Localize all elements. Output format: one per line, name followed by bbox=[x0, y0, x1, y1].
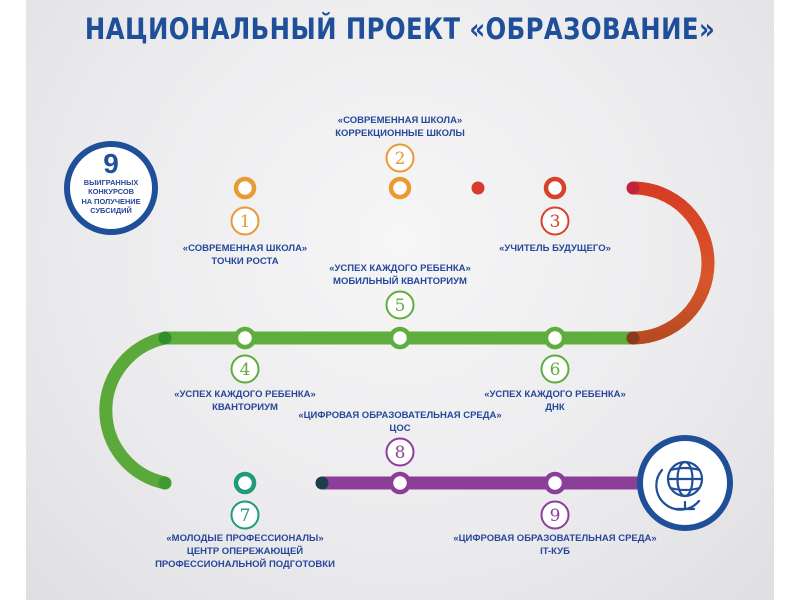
milestone-marker-5: 5 bbox=[385, 290, 415, 320]
svg-text:5: 5 bbox=[395, 296, 406, 316]
svg-text:2: 2 bbox=[395, 149, 406, 169]
milestone-label-8: «ЦИФРОВАЯ ОБРАЗОВАТЕЛЬНАЯ СРЕДА» ЦОС bbox=[298, 410, 502, 434]
joint-dot bbox=[158, 476, 172, 490]
joint-dot bbox=[471, 181, 485, 195]
svg-text:9: 9 bbox=[550, 506, 561, 526]
milestone-label-6: «УСПЕХ КАЖДОГО РЕБЕНКА» ДНК bbox=[484, 389, 626, 413]
curve-left bbox=[99, 331, 167, 490]
svg-text:8: 8 bbox=[395, 443, 406, 463]
milestone-marker-2: 2 bbox=[385, 143, 415, 173]
curve-right bbox=[632, 181, 715, 345]
contests-count: 9 bbox=[103, 148, 119, 179]
station-node-2 bbox=[388, 176, 412, 200]
station-node-1 bbox=[233, 176, 257, 200]
joint-dot bbox=[158, 331, 172, 345]
svg-text:4: 4 bbox=[240, 360, 251, 380]
milestone-label-5: «УСПЕХ КАЖДОГО РЕБЕНКА» МОБИЛЬНЫЙ КВАНТО… bbox=[329, 263, 471, 287]
milestone-marker-6: 6 bbox=[540, 354, 570, 384]
svg-text:6: 6 bbox=[550, 360, 561, 380]
station-node-4 bbox=[233, 326, 257, 350]
contests-caption: ВЫИГРАННЫХ КОНКУРСОВ НА ПОЛУЧЕНИЕ СУБСИД… bbox=[81, 178, 141, 215]
milestone-label-7: «МОЛОДЫЕ ПРОФЕССИОНАЛЫ» ЦЕНТР ОПЕРЕЖАЮЩЕ… bbox=[155, 533, 335, 570]
milestone-label-4: «УСПЕХ КАЖДОГО РЕБЕНКА» КВАНТОРИУМ bbox=[174, 389, 316, 413]
station-node-7 bbox=[233, 471, 257, 495]
joint-dot bbox=[626, 331, 640, 345]
station-node-6 bbox=[543, 326, 567, 350]
svg-text:7: 7 bbox=[240, 506, 251, 526]
station-node-5 bbox=[388, 326, 412, 350]
svg-text:1: 1 bbox=[240, 212, 251, 232]
joint-dot bbox=[315, 476, 329, 490]
station-node-9 bbox=[543, 471, 567, 495]
page-title: НАЦИОНАЛЬНЫЙ ПРОЕКТ «ОБРАЗОВАНИЕ» bbox=[84, 12, 716, 46]
milestone-marker-4: 4 bbox=[230, 354, 260, 384]
milestone-label-3: «УЧИТЕЛЬ БУДУЩЕГО» bbox=[499, 243, 611, 254]
milestone-marker-8: 8 bbox=[385, 437, 415, 467]
end-circle bbox=[637, 435, 733, 531]
station-node-8 bbox=[388, 471, 412, 495]
milestone-label-1: «СОВРЕМЕННАЯ ШКОЛА» ТОЧКИ РОСТА bbox=[182, 243, 308, 267]
globe-icon bbox=[655, 460, 704, 511]
milestone-marker-1: 1 bbox=[230, 206, 260, 236]
station-node-3 bbox=[543, 176, 567, 200]
milestone-label-9: «ЦИФРОВАЯ ОБРАЗОВАТЕЛЬНАЯ СРЕДА» IT-КУБ bbox=[453, 533, 657, 557]
start-circle bbox=[64, 141, 158, 235]
milestone-marker-3: 3 bbox=[540, 206, 570, 236]
milestone-marker-9: 9 bbox=[540, 500, 570, 530]
milestone-marker-7: 7 bbox=[230, 500, 260, 530]
joint-dot bbox=[626, 181, 640, 195]
svg-text:3: 3 bbox=[550, 212, 561, 232]
milestone-label-2: «СОВРЕМЕННАЯ ШКОЛА» КОРРЕКЦИОННЫЕ ШКОЛЫ bbox=[335, 115, 465, 139]
